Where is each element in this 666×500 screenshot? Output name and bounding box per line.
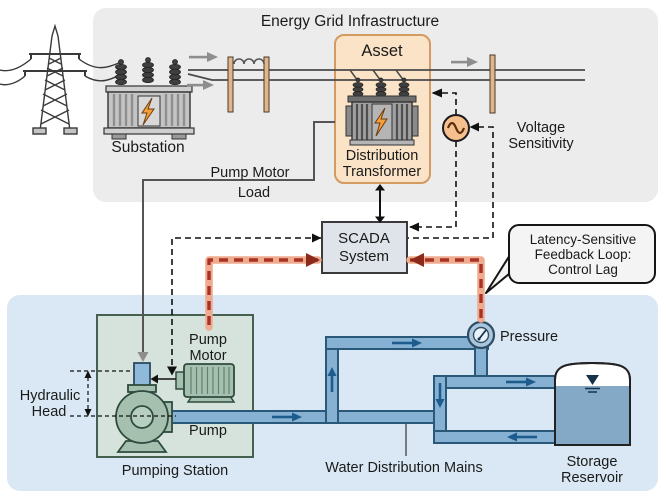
- loop-bottom-pipe: [433, 430, 558, 444]
- asset-scada-link: [375, 184, 385, 223]
- flow-arrow-left: [507, 432, 537, 442]
- feedback-loop: [205, 253, 485, 331]
- pump-label: Pump: [189, 423, 227, 439]
- pump-motor-load-line: [137, 121, 335, 362]
- water-mains-label: Water Distribution Mains: [325, 460, 482, 476]
- hydraulic-head-dimension: [70, 370, 176, 417]
- dist-transformer-label-1: Distribution: [346, 148, 419, 164]
- substation-label: Substation: [111, 139, 184, 156]
- utility-pole-icon: [489, 54, 496, 114]
- flow-arrow-right: [506, 377, 536, 387]
- pressure-gauge-icon: [466, 320, 496, 350]
- feedback-arrowhead: [306, 253, 320, 267]
- callout-label-2: Feedback Loop:: [535, 247, 632, 262]
- scada-label-1: SCADA: [338, 230, 390, 247]
- sensor-to-asset-line: [433, 92, 457, 115]
- feedback-arrowhead: [410, 253, 424, 267]
- scada-label-2: System: [339, 248, 389, 265]
- signal-lines: [171, 92, 494, 367]
- pumping-station-label: Pumping Station: [122, 463, 228, 479]
- asset-label: Asset: [361, 42, 403, 60]
- reservoir-water: [556, 386, 629, 444]
- voltage-sensitivity-label-1: Voltage: [517, 120, 565, 136]
- flow-arrow-right: [272, 412, 302, 422]
- scada-box: [321, 221, 408, 274]
- storage-reservoir-label-2: Reservoir: [561, 470, 623, 486]
- lightning-bolt-icon: [374, 107, 388, 137]
- flow-arrows: [272, 338, 537, 442]
- distribution-transformer-icon: [345, 77, 419, 146]
- substation-transformer-icon: [103, 57, 195, 140]
- transmission-tower-icon: [0, 23, 125, 135]
- inductor-coil-icon: [233, 58, 265, 65]
- pressure-label: Pressure: [500, 329, 558, 345]
- dist-transformer-label-2: Transformer: [343, 164, 422, 180]
- pump-motor-load-label-1: Pump Motor: [211, 165, 290, 181]
- utility-pole-icon: [227, 56, 234, 113]
- reservoir-icon: [554, 361, 631, 446]
- main-pipe: [167, 410, 447, 424]
- callout-label-1: Latency-Sensitive: [530, 232, 637, 247]
- water-level-icon: [586, 375, 599, 385]
- hydraulic-head-label-1: Hydraulic: [20, 388, 80, 404]
- flow-arrow-right: [392, 338, 422, 348]
- ac-sine-icon: [442, 114, 470, 142]
- flow-arrow-up: [327, 367, 337, 392]
- motor-shaft-arrow: [150, 374, 176, 384]
- pump-motor-load-label-2: Load: [238, 185, 270, 201]
- power-lines: [187, 52, 585, 114]
- scada-to-pump-line: [171, 237, 321, 367]
- sensor-to-scada-line: [410, 141, 457, 228]
- power-wire-left: [0, 58, 32, 86]
- power-flow-arrow: [187, 52, 478, 90]
- motor-icon: [175, 363, 236, 403]
- utility-pole-icon: [263, 56, 270, 113]
- hydraulic-head-label-2: Head: [32, 404, 67, 420]
- loop-top-pipe: [433, 375, 558, 389]
- signal-arrowheads: [167, 88, 479, 376]
- latency-callout: Latency-Sensitive Feedback Loop: Control…: [485, 224, 656, 294]
- callout-label-3: Control Lag: [548, 262, 618, 277]
- pump-motor-label-2: Motor: [189, 348, 226, 364]
- storage-reservoir-label-1: Storage: [567, 454, 618, 470]
- pump-motor-label-1: Pump: [189, 332, 227, 348]
- lightning-bolt-icon: [141, 97, 155, 126]
- voltage-sensitivity-label-2: Sensitivity: [508, 136, 574, 152]
- panel-title: Energy Grid Infrastructure: [261, 13, 439, 30]
- voltage-sensitivity-line: [408, 126, 494, 239]
- flow-arrow-down: [435, 383, 445, 408]
- pump-assembly: [115, 362, 236, 453]
- pump-riser: [133, 362, 151, 388]
